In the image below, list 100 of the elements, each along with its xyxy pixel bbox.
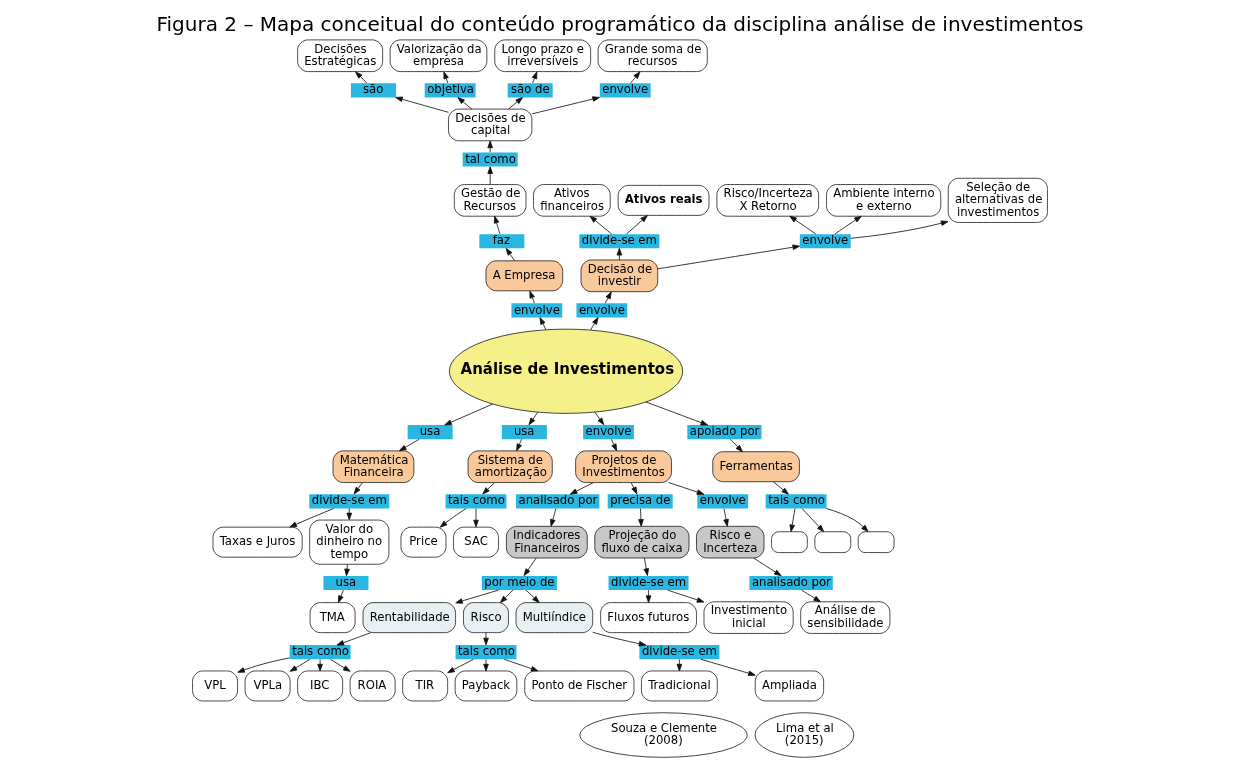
node-box: envolve xyxy=(510,303,562,318)
node-box: TMA xyxy=(309,602,356,634)
node-box: divide-se em xyxy=(608,575,689,591)
arrow xyxy=(589,215,612,235)
arrow xyxy=(446,659,474,674)
node-box: faz xyxy=(478,234,524,249)
arrow xyxy=(316,659,323,672)
arrow xyxy=(630,482,637,495)
node-box: Projeção do fluxo de caixa xyxy=(593,525,689,559)
node-box: Sistema de amortização xyxy=(467,450,553,483)
node-box: Projetos de Investimentos xyxy=(574,450,672,483)
arrow xyxy=(525,589,540,603)
arrow xyxy=(789,508,795,533)
arrow xyxy=(493,215,500,235)
node-box: Valor do dinheiro no tempo xyxy=(308,519,389,565)
node-box xyxy=(857,531,894,553)
arrow xyxy=(722,508,729,527)
node-box: Payback xyxy=(454,670,517,702)
arrow xyxy=(289,658,310,672)
arrow xyxy=(569,482,594,495)
arrow xyxy=(353,482,363,495)
node-box xyxy=(813,531,851,553)
node-box: A Empresa xyxy=(485,260,563,292)
node-box: tais como xyxy=(289,645,351,660)
arrow xyxy=(657,244,800,270)
arrow xyxy=(472,508,479,528)
arrow xyxy=(752,557,781,577)
node-box: analisado por xyxy=(748,575,833,591)
arrow xyxy=(354,71,367,84)
node-box: precisa de xyxy=(607,494,673,509)
node-box: são de xyxy=(507,83,553,98)
arrow xyxy=(481,482,495,495)
node-box: Risco/Incerteza X Retorno xyxy=(716,184,819,217)
node-box: Longo prazo e irreversíveis xyxy=(493,39,591,72)
arrow xyxy=(443,71,449,84)
node-box: Matemática Financeira xyxy=(332,450,414,483)
node-box: Seleção de alternativas de investimentos xyxy=(947,177,1048,223)
node-box: usa xyxy=(407,425,453,440)
arrow xyxy=(667,482,704,495)
arrow xyxy=(486,140,493,153)
arrow xyxy=(443,403,493,426)
node-box: divide-se em xyxy=(578,234,659,249)
arrow xyxy=(610,438,617,452)
node-box: Risco xyxy=(462,602,509,634)
arrow xyxy=(343,564,350,577)
node-box: são xyxy=(350,83,396,98)
node-box: divide-se em xyxy=(308,494,389,509)
node-box: Ativos reais xyxy=(617,184,709,216)
node-box: apoiado por xyxy=(686,425,761,440)
arrow xyxy=(486,166,493,185)
node-box: usa xyxy=(322,575,368,591)
node-box: Ponto de Fischer xyxy=(523,670,634,702)
arrow xyxy=(772,481,789,495)
arrow xyxy=(507,97,523,110)
arrow xyxy=(398,438,420,452)
node-box: divide-se em xyxy=(638,645,719,660)
node-box: Indicadores Financeiros xyxy=(505,525,588,559)
arrow xyxy=(616,248,622,261)
arrow xyxy=(337,589,344,603)
arrow xyxy=(825,508,868,532)
node-box: Ambiente interno e externo xyxy=(825,184,941,217)
arrow xyxy=(482,659,489,672)
node-box: envolve xyxy=(696,494,748,509)
node-box: Tradicional xyxy=(640,670,718,702)
arrow xyxy=(528,290,535,304)
arrow xyxy=(346,508,352,521)
arrow xyxy=(523,557,537,576)
arrow xyxy=(676,659,682,672)
node-box: Valorização da empresa xyxy=(389,39,487,72)
arrow xyxy=(729,438,743,453)
arrow xyxy=(439,508,466,528)
arrow xyxy=(482,632,489,646)
node-box: Investimento inicial xyxy=(703,601,794,634)
node-box: tal como xyxy=(462,152,518,167)
node-box: Decisões Estratégicas xyxy=(296,39,383,72)
node-box: IBC xyxy=(296,670,343,702)
node-box: VPL xyxy=(191,670,238,702)
node-ellipse: Lima et al (2015) xyxy=(754,712,854,758)
node-box: tais como xyxy=(765,494,827,509)
node-box: Grande soma de recursos xyxy=(597,39,708,72)
arrow xyxy=(456,97,472,110)
node-box: por meio de xyxy=(481,575,557,591)
arrow xyxy=(528,411,538,426)
node-box: Price xyxy=(400,526,446,558)
node-box xyxy=(770,531,808,553)
node-box: Ampliada xyxy=(754,670,824,702)
diagram-title: Figura 2 – Mapa conceitual do conteúdo programático da disciplina análise de investimentos xyxy=(156,11,1083,36)
arrow xyxy=(515,438,522,452)
node-box: tais como xyxy=(455,645,516,660)
arrow xyxy=(800,589,821,603)
node-box: envolve xyxy=(582,425,634,440)
arrow xyxy=(788,215,816,235)
arrow xyxy=(604,291,612,304)
node-box: Decisões de capital xyxy=(447,108,532,142)
node-ellipse: Análise de Investimentos xyxy=(448,328,683,414)
node-box: Rentabilidade xyxy=(362,602,456,634)
node-box: envolve xyxy=(799,234,851,249)
arrow xyxy=(531,71,537,84)
node-box: envolve xyxy=(599,83,651,98)
arrow xyxy=(531,96,600,115)
